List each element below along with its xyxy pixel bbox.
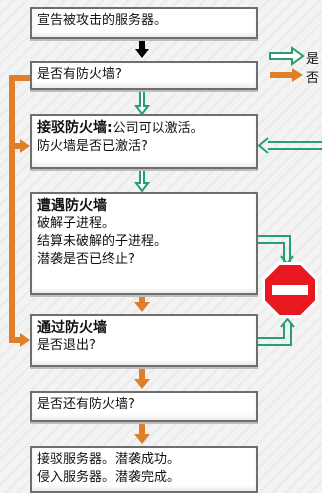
step-heading-tail: 公司可以激活。 xyxy=(112,121,204,136)
arrow-black-down xyxy=(135,41,149,58)
step-text: 是否还有防火墙? xyxy=(37,397,135,412)
step-heading: 接驳防火墙: xyxy=(37,120,113,136)
step-text: 防火墙是否已激活? xyxy=(37,139,148,154)
step-server-complete: 接驳服务器。潜袭成功。 侵入服务器。潜袭完成。 xyxy=(30,446,258,493)
step-pass-firewall: 通过防火墙 是否退出? xyxy=(30,314,258,367)
stop-sign-icon xyxy=(262,262,318,318)
decision-has-firewall: 是否有防火墙? xyxy=(30,61,258,90)
legend-yes-arrow xyxy=(269,46,305,66)
legend-no-arrow xyxy=(270,68,303,82)
legend-yes-label: 是 xyxy=(306,52,320,67)
step-text: 潜袭是否已终止? xyxy=(37,252,135,267)
loop-no-firewall xyxy=(9,75,30,347)
step-text: 是否有防火墙? xyxy=(37,67,122,82)
arrow-yes-down-2 xyxy=(134,168,150,193)
step-text: 破解子进程。 xyxy=(37,216,116,231)
step-encounter-firewall: 遭遇防火墙 破解子进程。 结算未破解的子进程。 潜袭是否已终止? xyxy=(30,192,258,295)
step-text: 结算未破解的子进程。 xyxy=(37,234,168,249)
arrow-yes-down-1 xyxy=(134,89,150,116)
arrow-yes-to-stop xyxy=(258,235,294,266)
arrow-yes-from-box5 xyxy=(258,317,295,346)
step-connect-firewall: 接驳防火墙:公司可以激活。 防火墙是否已激活? xyxy=(30,114,258,169)
step-heading: 通过防火墙 xyxy=(37,320,107,336)
arrow-yes-into-box3 xyxy=(257,137,322,154)
step-text: 侵入服务器。潜袭完成。 xyxy=(37,470,181,485)
step-declare-server: 宣告被攻击的服务器。 xyxy=(30,7,258,39)
decision-more-firewalls: 是否还有防火墙? xyxy=(30,391,258,422)
step-text: 宣告被攻击的服务器。 xyxy=(37,13,168,28)
step-text: 是否退出? xyxy=(37,338,96,353)
arrow-no-down-3 xyxy=(134,422,150,444)
legend-no-label: 否 xyxy=(306,71,320,86)
step-heading: 遭遇防火墙 xyxy=(37,198,107,214)
arrow-no-down-2 xyxy=(134,367,150,389)
step-text: 接驳服务器。潜袭成功。 xyxy=(37,452,181,467)
arrow-no-down-1 xyxy=(134,294,150,312)
